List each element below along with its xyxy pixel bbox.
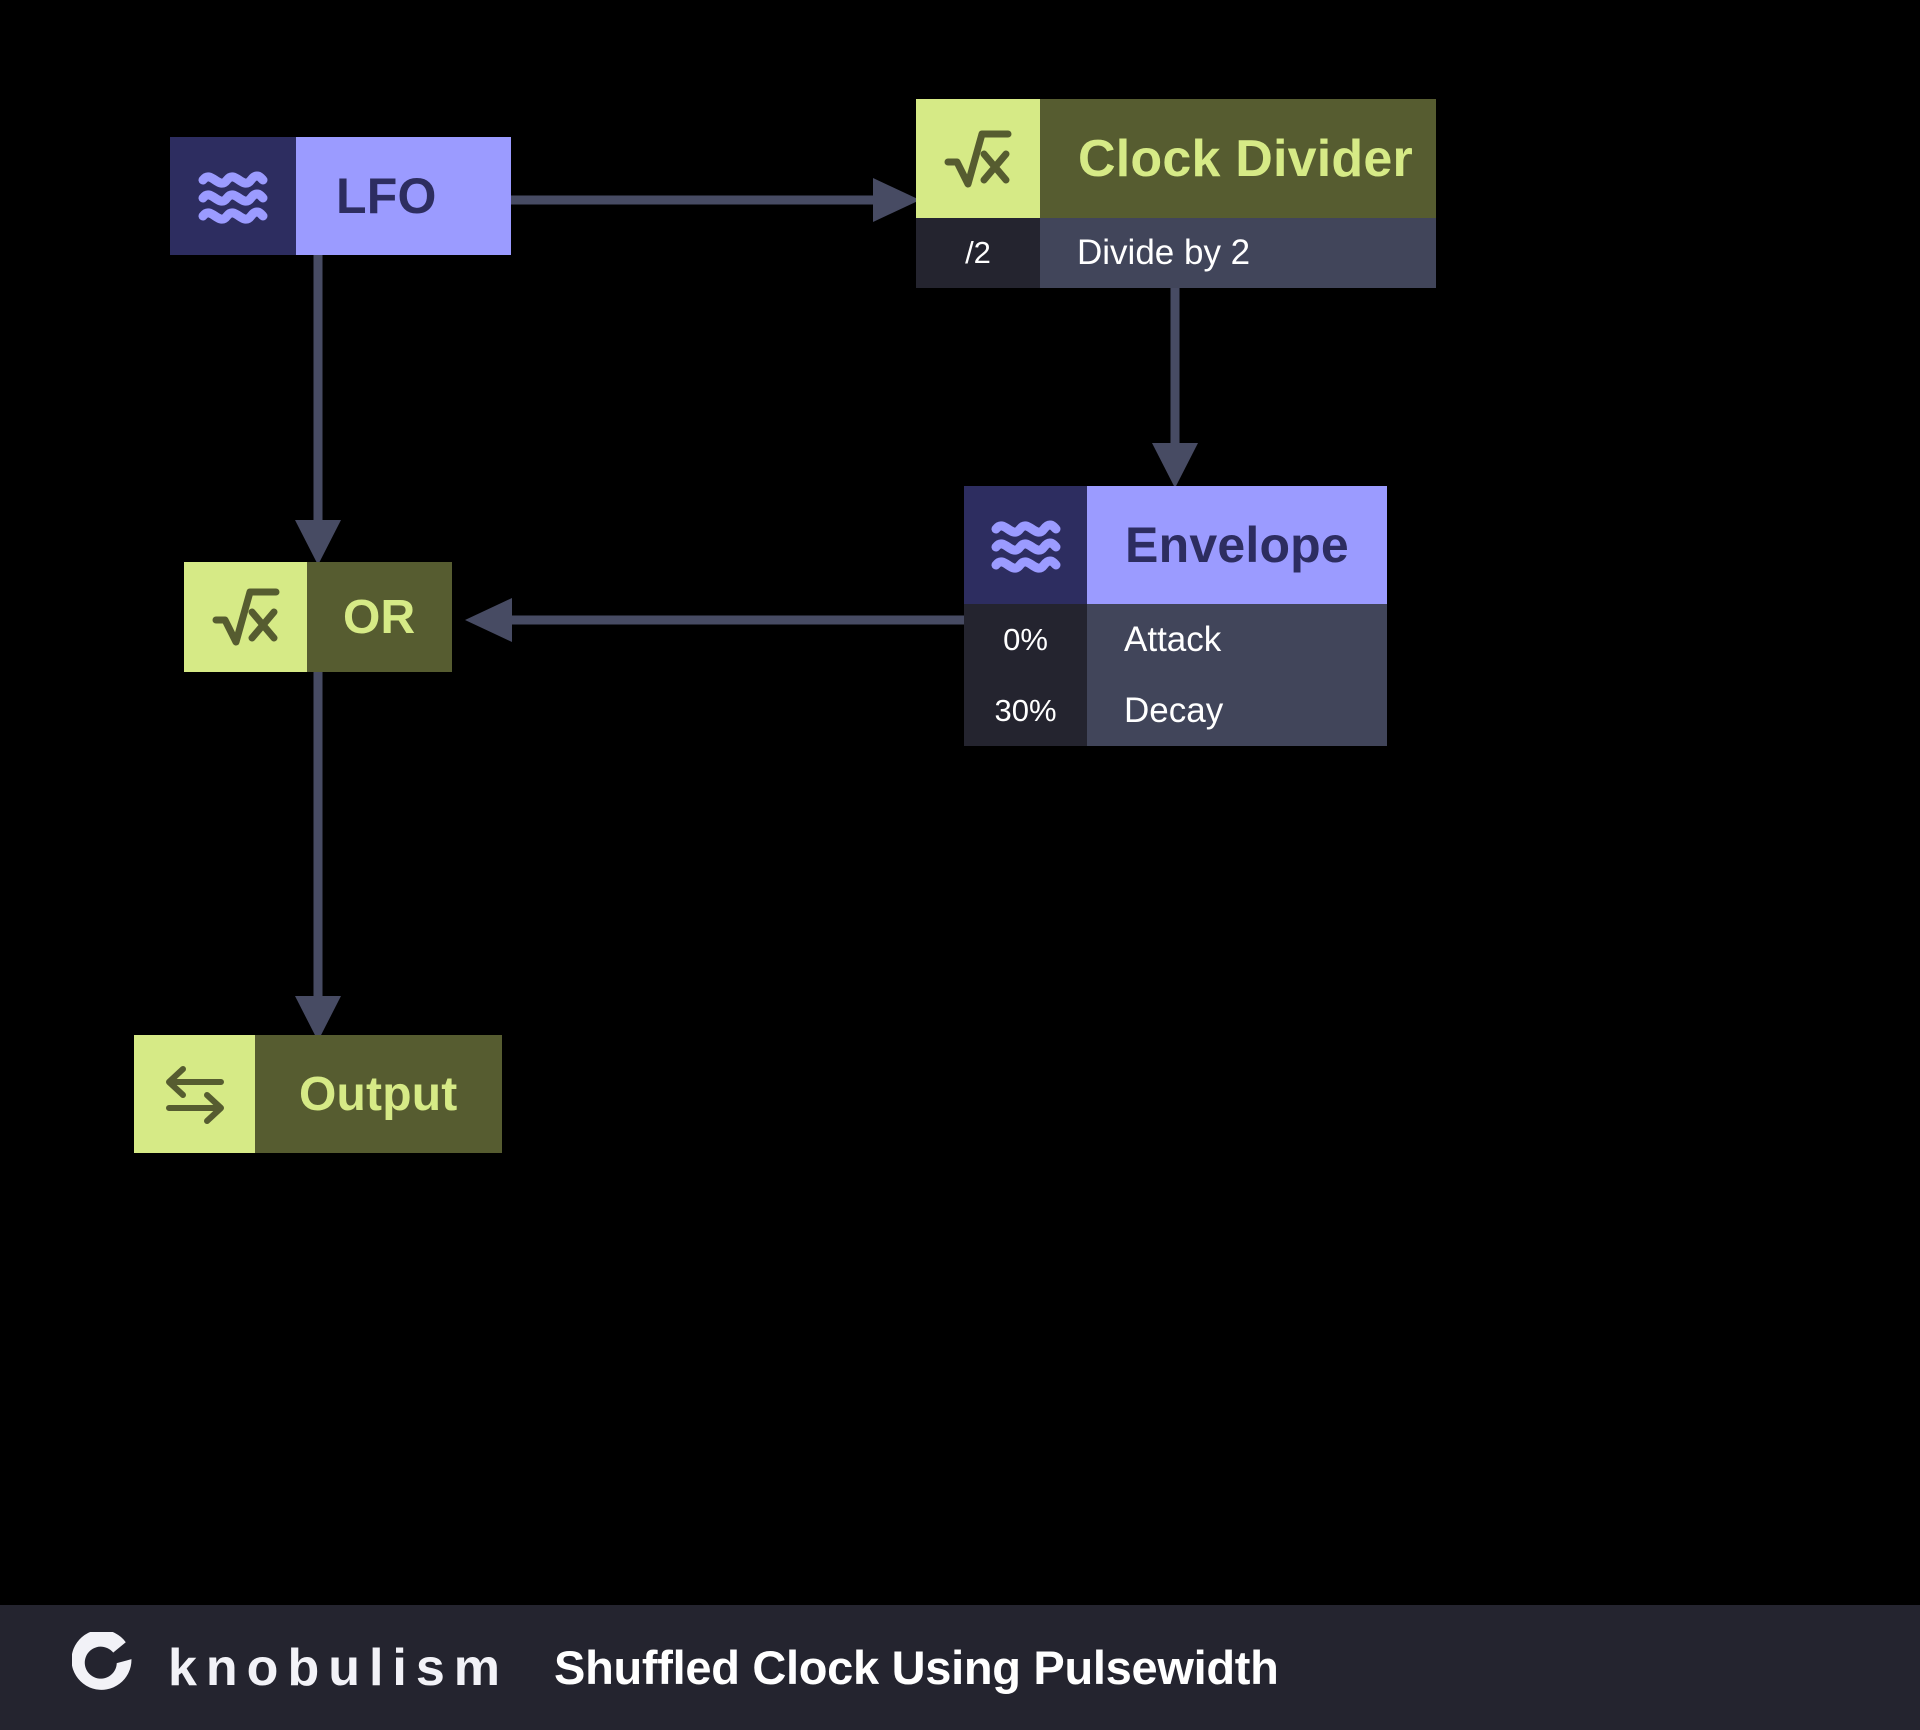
param-label: Attack — [1087, 604, 1387, 675]
square-root-icon — [184, 562, 307, 672]
node-envelope[interactable]: Envelope 0% Attack 30% Decay — [964, 486, 1387, 746]
node-output-header[interactable]: Output — [134, 1035, 502, 1153]
param-value: 30% — [964, 675, 1087, 746]
node-lfo-header[interactable]: LFO — [170, 137, 511, 255]
node-lfo-title: LFO — [296, 137, 511, 255]
square-root-icon — [916, 99, 1040, 218]
node-or-header[interactable]: OR — [184, 562, 452, 672]
param-row[interactable]: /2 Divide by 2 — [916, 218, 1436, 288]
param-row[interactable]: 0% Attack — [964, 604, 1387, 675]
waves-icon — [170, 137, 296, 255]
swap-arrows-icon — [134, 1035, 255, 1153]
connector-lfo-to-or — [295, 252, 341, 565]
connector-lfo-to-clock-divider — [465, 178, 920, 222]
node-or[interactable]: OR — [184, 562, 452, 672]
node-lfo[interactable]: LFO — [170, 137, 511, 255]
connector-or-to-output — [295, 668, 341, 1041]
node-output[interactable]: Output — [134, 1035, 502, 1153]
node-clock-divider[interactable]: Clock Divider /2 Divide by 2 — [916, 99, 1436, 288]
node-clock-divider-header[interactable]: Clock Divider — [916, 99, 1436, 218]
footer-bar: knobulism Shuffled Clock Using Pulsewidt… — [0, 1605, 1920, 1730]
knob-c-icon — [71, 1629, 144, 1704]
node-or-title: OR — [307, 562, 452, 672]
node-clock-divider-title: Clock Divider — [1040, 99, 1436, 218]
connector-envelope-to-or — [465, 598, 975, 642]
param-value: /2 — [916, 218, 1040, 288]
node-output-title: Output — [255, 1035, 502, 1153]
node-envelope-title: Envelope — [1087, 486, 1387, 604]
footer-patch-title: Shuffled Clock Using Pulsewidth — [554, 1641, 1279, 1694]
footer-brand-name: knobulism — [168, 1638, 510, 1697]
node-envelope-header[interactable]: Envelope — [964, 486, 1387, 604]
param-label: Decay — [1087, 675, 1387, 746]
waves-icon — [964, 486, 1087, 604]
param-label: Divide by 2 — [1040, 218, 1436, 288]
connector-clock-divider-to-envelope — [1152, 285, 1198, 488]
param-value: 0% — [964, 604, 1087, 675]
param-row[interactable]: 30% Decay — [964, 675, 1387, 746]
